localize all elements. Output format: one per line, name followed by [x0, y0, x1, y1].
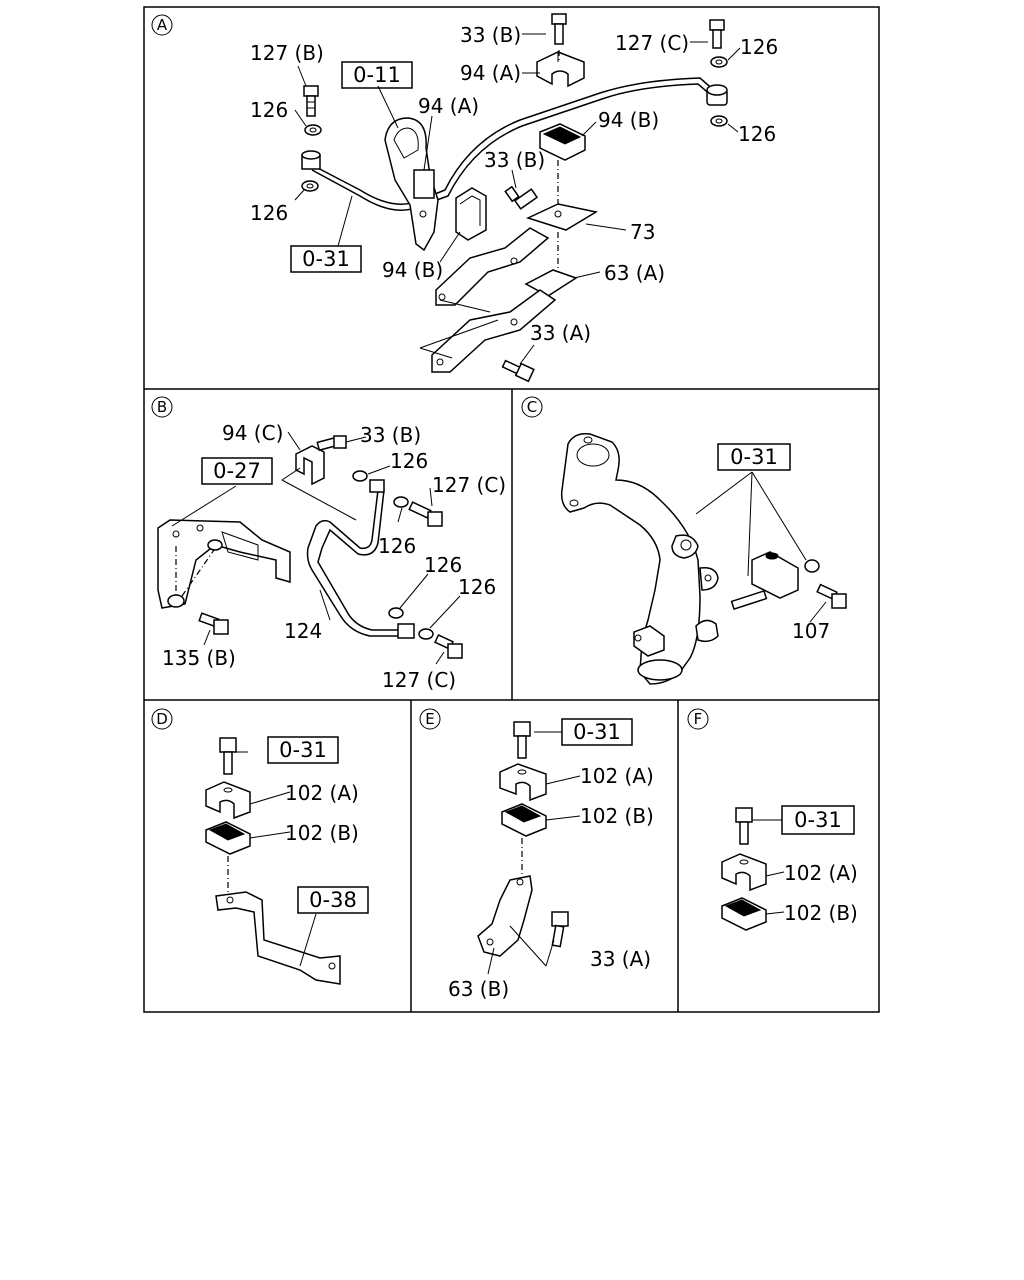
panel-e-letter: E [425, 710, 434, 728]
label-63b: 63 (B) [448, 977, 509, 1001]
label-102a: 102 (A) [580, 764, 654, 788]
label-102a: 102 (A) [285, 781, 359, 805]
label-126: 126 [390, 449, 428, 473]
label-127c: 127 (C) [615, 31, 689, 55]
label-124: 124 [284, 619, 322, 643]
bolt-33b-icon [316, 435, 347, 452]
clamp-102b-icon [205, 821, 251, 855]
ref-box-0-31: 0-31 [279, 738, 327, 762]
label-94b: 94 (B) [382, 258, 443, 282]
clamp-102a-icon [721, 853, 767, 892]
label-126: 126 [424, 553, 462, 577]
ref-box-0-31: 0-31 [730, 445, 778, 469]
label-94b: 94 (B) [598, 108, 659, 132]
panel-f: F 102 (A) 102 (B) 0-31 [687, 708, 858, 931]
bracket-0-27-icon [157, 519, 291, 609]
clamp-102a-icon [205, 781, 251, 820]
panel-b: B [151, 396, 506, 692]
label-126: 126 [738, 122, 776, 146]
intake-pipe-icon [560, 432, 719, 685]
label-135b: 135 (B) [162, 646, 236, 670]
label-73: 73 [630, 220, 655, 244]
label-107: 107 [792, 619, 830, 643]
ref-box-0-31: 0-31 [794, 808, 842, 832]
label-63a: 63 (A) [604, 261, 665, 285]
clamp-102b-icon [721, 897, 767, 931]
clamp-94b-upper-icon [539, 123, 586, 161]
bolt-127c-icon [709, 19, 725, 49]
label-126: 126 [378, 534, 416, 558]
label-127c: 127 (C) [382, 668, 456, 692]
panel-a-letter: A [157, 16, 168, 34]
label-33b: 33 (B) [360, 423, 421, 447]
bolt-33a-icon [551, 911, 569, 948]
panel-c: C 1 [521, 396, 847, 685]
ref-box-0-38: 0-38 [309, 888, 357, 912]
label-102b: 102 (B) [580, 804, 654, 828]
label-94a: 94 (A) [460, 61, 521, 85]
clamp-94b-lower-icon [455, 187, 487, 241]
label-127b: 127 (B) [250, 41, 324, 65]
panel-d: D 102 (A) 102 (B) 0-31 0-38 [151, 708, 369, 985]
label-33b: 33 (B) [460, 23, 521, 47]
ref-box-0-31: 0-31 [573, 720, 621, 744]
bolt-127c-upper-icon [408, 501, 443, 527]
clamp-94c-icon [295, 445, 325, 486]
label-33a: 33 (A) [530, 321, 591, 345]
panel-f-letter: F [694, 710, 703, 728]
label-126: 126 [250, 98, 288, 122]
panel-e: E 102 (A) 102 (B) 33 (A) [419, 708, 654, 1001]
panel-c-letter: C [527, 398, 537, 416]
bracket-63a-lower-icon [431, 289, 557, 373]
panel-a-marker [151, 14, 173, 36]
ref-box-0-31: 0-31 [302, 247, 350, 271]
diagram-frame [143, 6, 880, 1013]
label-127c: 127 (C) [432, 473, 506, 497]
bolt-icon [513, 721, 531, 759]
label-102a: 102 (A) [784, 861, 858, 885]
bolt-icon [735, 807, 753, 845]
bracket-0-11-icon [384, 117, 439, 252]
label-33a: 33 (A) [590, 947, 651, 971]
ref-box-0-11: 0-11 [353, 63, 401, 87]
plate-73-icon [525, 203, 599, 231]
clamp-102b-icon [501, 803, 547, 837]
bracket-63b-icon [477, 875, 533, 957]
bracket-63a-upper-icon [435, 227, 578, 306]
bracket-0-38-icon [215, 891, 341, 985]
bolt-135b-icon [198, 612, 229, 635]
clamp-94a-top-icon [536, 51, 585, 88]
label-102b: 102 (B) [784, 901, 858, 925]
panel-b-letter: B [157, 398, 167, 416]
bolt-icon [219, 737, 237, 775]
label-126: 126 [250, 201, 288, 225]
bolt-33b-mid-icon [504, 185, 539, 210]
bolt-33b-top-icon [551, 13, 567, 45]
panel-a: A [151, 13, 778, 383]
clamp-102a-icon [499, 763, 547, 802]
label-126: 126 [740, 35, 778, 59]
bolt-127c-lower-icon [434, 633, 463, 659]
panel-d-letter: D [156, 710, 168, 728]
label-94a: 94 (A) [418, 94, 479, 118]
label-126: 126 [458, 575, 496, 599]
label-33b: 33 (B) [484, 148, 545, 172]
bolt-33a-icon [501, 359, 535, 383]
label-94c: 94 (C) [222, 421, 283, 445]
bolt-107-icon [816, 583, 847, 609]
ref-box-0-27: 0-27 [213, 459, 261, 483]
bracket-107-icon [730, 551, 820, 611]
label-102b: 102 (B) [285, 821, 359, 845]
bolt-127b-icon [303, 85, 319, 117]
